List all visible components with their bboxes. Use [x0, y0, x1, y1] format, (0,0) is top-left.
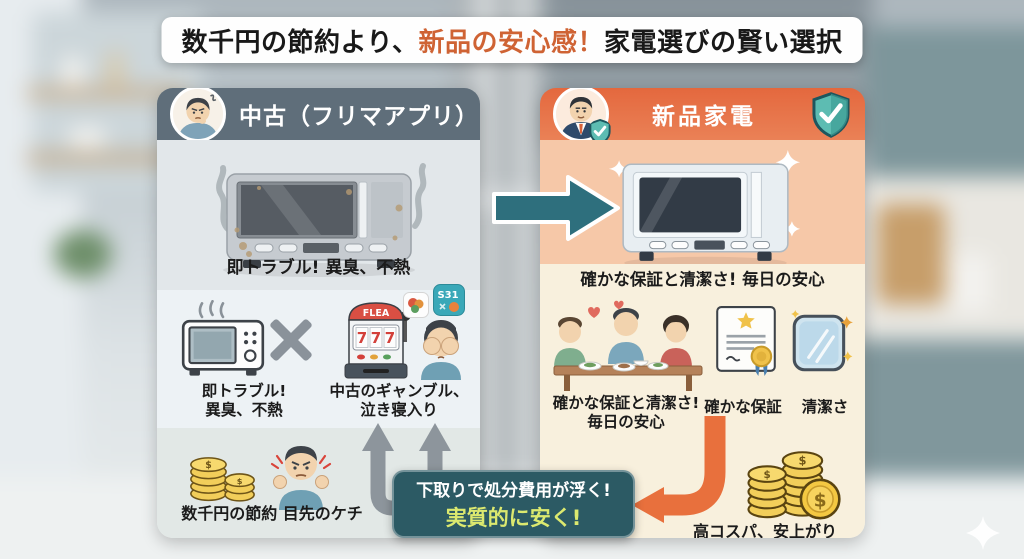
used-appliance-panel: 中古（フリマアプリ） — [157, 88, 480, 538]
coin-dollar-2: $ — [237, 476, 243, 486]
used-risks-section: FLEA 7 7 7 S31 — [157, 284, 480, 428]
old-microwave-icon — [216, 163, 427, 277]
title-highlight: 新品の安心感！ — [418, 27, 604, 58]
cost-caption: 高コスパ、安上がり — [692, 522, 837, 538]
flea-app-icon — [403, 292, 429, 318]
new-microwave-icon — [608, 150, 801, 269]
savings-caption: 数千円の節約 目先のケチ — [181, 504, 363, 523]
cross-mark-icon — [270, 319, 312, 361]
clean-caption: 清潔さ — [801, 398, 849, 416]
trouble-caption: 即トラブル! 異臭、不熱 — [201, 382, 287, 420]
coin-dollar: $ — [205, 460, 212, 471]
title-banner: 数千円の節約より、新品の安心感！家電選びの賢い選択 — [161, 17, 863, 63]
title-part1: 数千円の節約より、 — [181, 27, 419, 58]
slot-label: FLEA — [363, 308, 390, 319]
coins-large-icon: $ $ $ — [747, 451, 841, 520]
callout-line2: 実質的に安く! — [445, 506, 582, 530]
angry-man-icon — [270, 446, 332, 510]
confident-man-avatar — [553, 88, 611, 145]
new-panel-header: 新品家電 — [540, 88, 865, 145]
crying-man-icon — [421, 320, 461, 380]
coins-small-icon: $ $ — [190, 457, 255, 502]
coin-dollar-5: $ — [814, 490, 827, 511]
warranty-certificate-icon — [716, 306, 776, 376]
gamble-caption: 中古のギャンブル、 泣き寝入り — [329, 382, 469, 420]
clean-mirror-icon — [791, 310, 853, 372]
callout-line1: 下取りで処分費用が浮く! — [416, 481, 611, 501]
slot-reel-1: 7 — [357, 329, 367, 347]
slot-reel-3: 7 — [385, 329, 395, 347]
header-shield-icon — [812, 92, 850, 138]
sparkle-icon — [966, 516, 1000, 550]
worried-man-avatar — [170, 88, 226, 142]
app-icon-text: S31 — [437, 290, 458, 301]
slot-reel-2: 7 — [371, 329, 381, 347]
tradein-callout: 下取りで処分費用が浮く! 実質的に安く! — [392, 470, 635, 538]
coin-dollar-4: $ — [764, 469, 771, 481]
new-microwave-section — [540, 140, 865, 269]
coin-dollar-3: $ — [798, 454, 806, 468]
warranty-caption: 確かな保証 — [704, 398, 782, 416]
tradein-orange-arrow — [632, 416, 726, 523]
used-panel-header: 中古（フリマアプリ） — [157, 88, 480, 142]
family-caption: 確かな保証と清潔さ! 毎日の安心 — [552, 394, 700, 432]
used-panel-title: 中古（フリマアプリ） — [239, 104, 479, 130]
family-dinner-icon — [553, 300, 703, 391]
title-part2: 家電選びの賢い選択 — [603, 27, 843, 58]
used-to-new-arrow — [492, 175, 620, 241]
slot-machine-icon: FLEA 7 7 7 — [344, 302, 411, 379]
broken-microwave-icon — [181, 300, 265, 376]
new-panel-title: 新品家電 — [652, 104, 756, 130]
new-microwave-caption: 確かな保証と清潔さ! 毎日の安心 — [580, 270, 825, 289]
marketplace-app-icon: S31 — [433, 284, 465, 316]
used-microwave-caption: 即トラブル! 異臭、不熱 — [226, 258, 411, 278]
used-microwave-section: 即トラブル! 異臭、不熱 — [157, 140, 480, 290]
